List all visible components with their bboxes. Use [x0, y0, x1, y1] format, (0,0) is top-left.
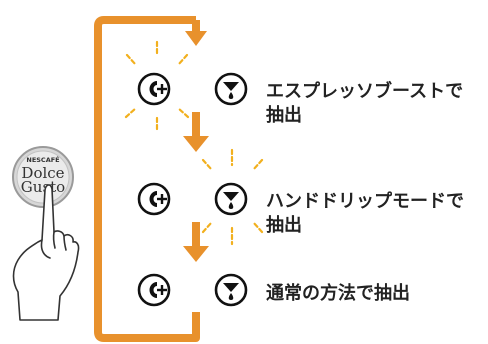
down-arrow-2	[183, 222, 209, 262]
hand-drip-cup-icon	[214, 72, 248, 106]
step-label-drip: ハンドドリップモードで 抽出	[266, 190, 464, 238]
espresso-boost-plus-icon	[137, 273, 171, 307]
cycle-arrow	[94, 16, 207, 342]
down-arrow-1	[183, 112, 209, 152]
step-label-drip-line2: 抽出	[266, 215, 302, 236]
highlight-burst-boost	[124, 40, 190, 134]
logo-brand-text: NESCAFÉ	[26, 155, 59, 164]
logo-dolce-text: Dolce	[21, 164, 64, 182]
arrow-head-top	[185, 31, 207, 46]
highlight-burst-drip	[201, 148, 264, 246]
step-label-boost: エスプレッソブーストで 抽出	[266, 80, 463, 128]
step-label-normal: 通常の方法で抽出	[266, 282, 410, 306]
espresso-boost-plus-icon	[137, 72, 171, 106]
logo-gusto-text: Gusto	[21, 178, 65, 196]
dolce-gusto-logo-button: NESCAFÉ Dolce Gusto	[12, 146, 74, 208]
step-label-drip-line1: ハンドドリップモードで	[266, 191, 464, 212]
pressing-hand-illustration	[12, 184, 80, 321]
step-label-boost-line2: 抽出	[266, 105, 302, 126]
hand-drip-cup-icon	[214, 273, 248, 307]
espresso-boost-plus-icon	[137, 182, 171, 216]
step-label-normal-line1: 通常の方法で抽出	[266, 283, 410, 304]
hand-drip-cup-icon	[214, 182, 248, 216]
step-label-boost-line1: エスプレッソブーストで	[266, 81, 464, 102]
